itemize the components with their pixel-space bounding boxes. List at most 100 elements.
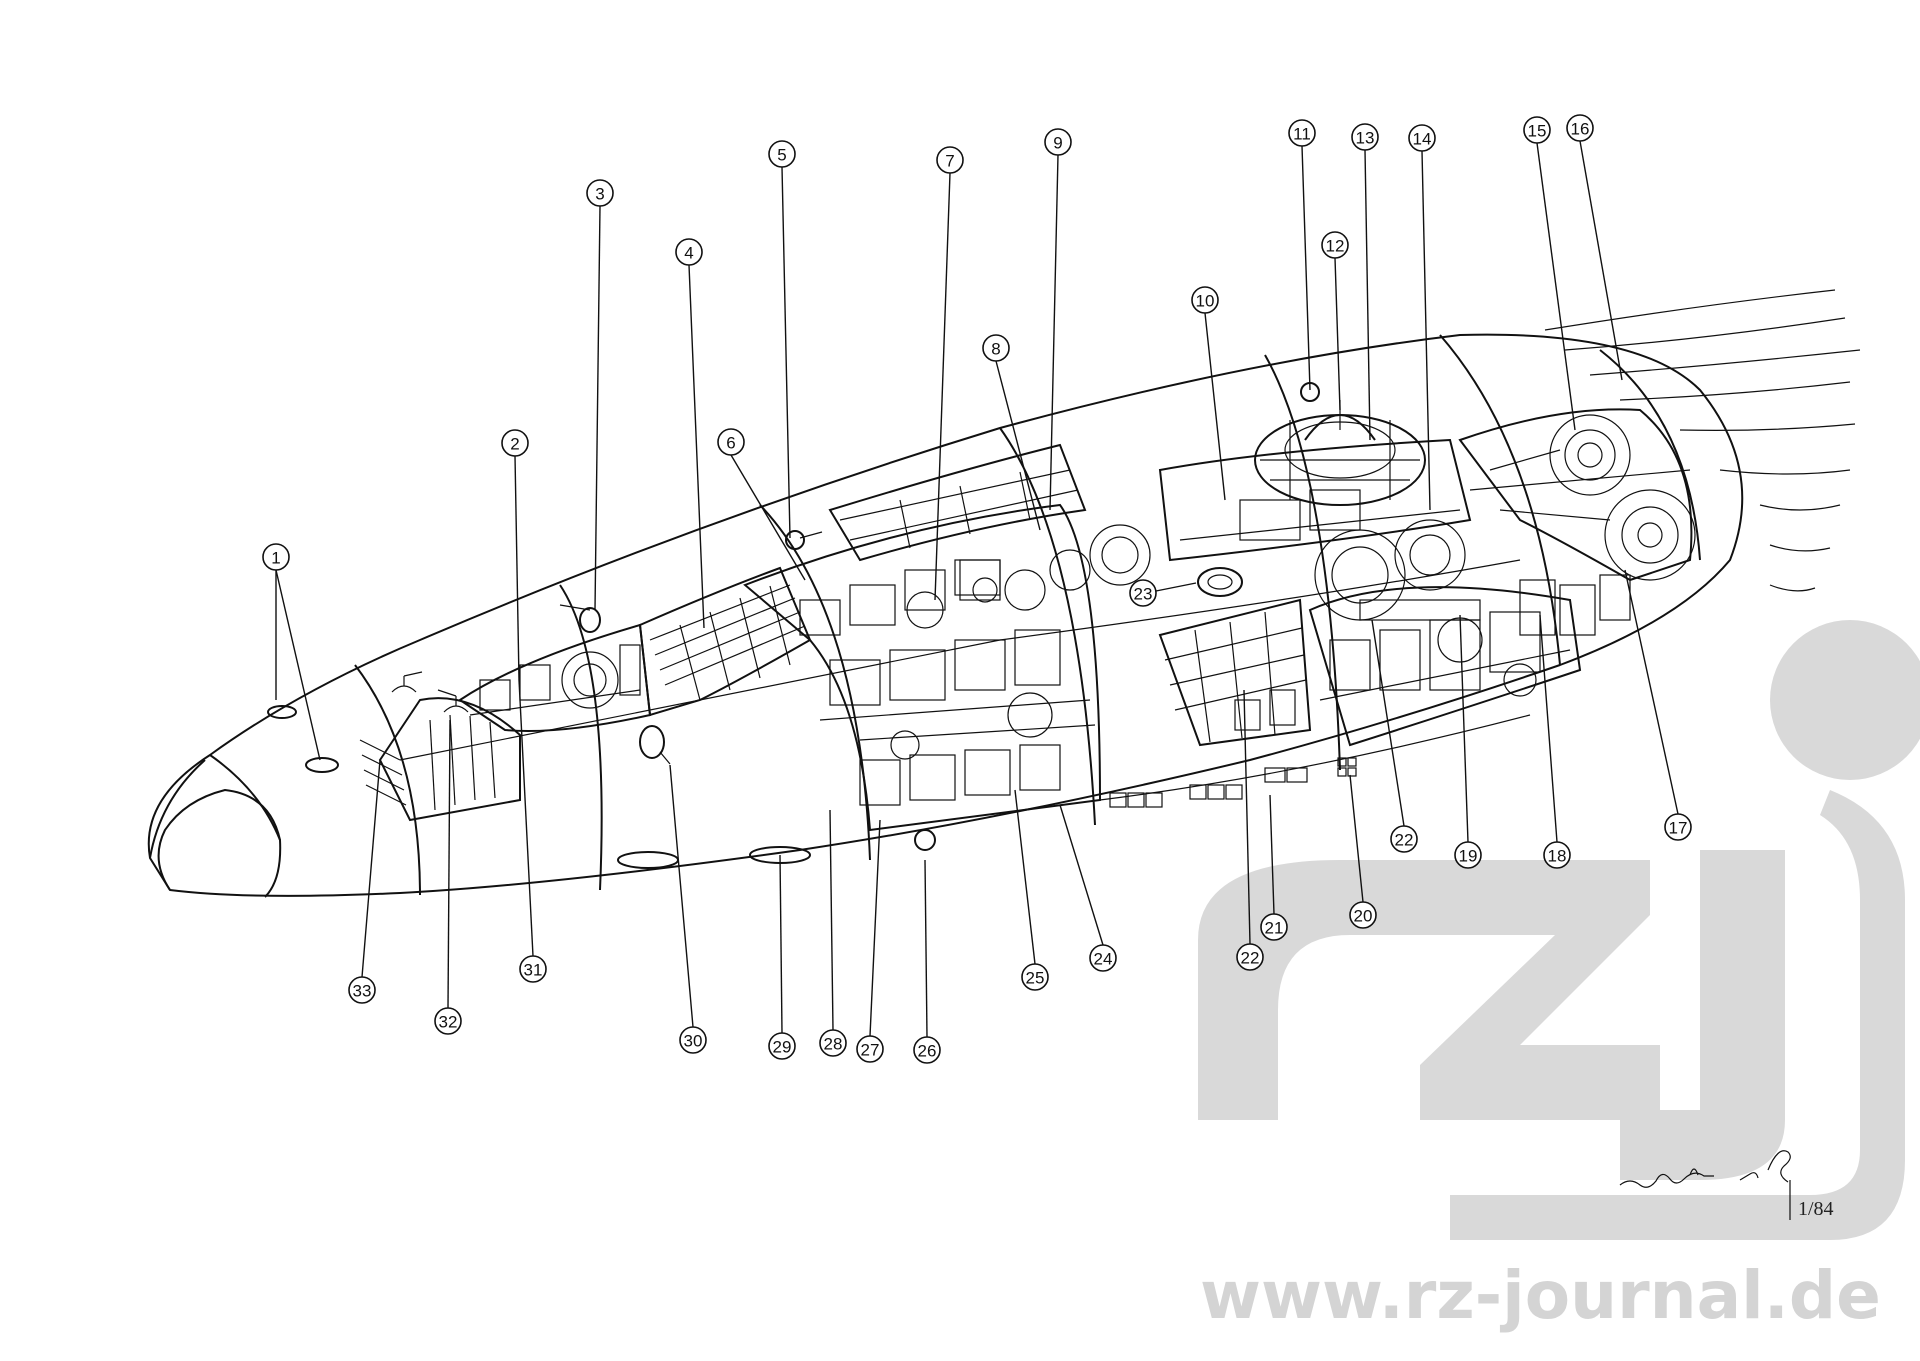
callout-c25: 25 <box>1021 963 1049 991</box>
callout-c27: 27 <box>856 1035 884 1063</box>
callout-circle-c20 <box>1349 901 1377 929</box>
callout-c28: 28 <box>819 1029 847 1057</box>
callout-circle-c26 <box>913 1036 941 1064</box>
callout-c33: 33 <box>348 976 376 1004</box>
callout-label-c22a: 22 <box>1395 831 1414 850</box>
callout-c20: 20 <box>1349 901 1377 929</box>
callout-c32: 32 <box>434 1007 462 1035</box>
nose-light-1 <box>267 705 297 719</box>
leader-line-c26-0 <box>924 859 928 1038</box>
cutaway-bay-middle <box>743 503 1102 832</box>
leader-line-c4-0 <box>688 264 705 629</box>
leader-line-c29-0 <box>779 854 783 1034</box>
callout-label-c22b: 22 <box>1241 949 1260 968</box>
callout-circle-c12 <box>1321 231 1349 259</box>
cutaway-bay-aft-right <box>1308 586 1582 747</box>
callout-circle-c9 <box>1044 128 1072 156</box>
callout-circle-c10 <box>1191 286 1219 314</box>
callout-label-c13: 13 <box>1356 129 1375 148</box>
nose-light-2 <box>305 757 339 773</box>
callout-circle-c14 <box>1408 124 1436 152</box>
leader-line-c6-0 <box>730 454 806 581</box>
section-seam-7 <box>1599 349 1701 561</box>
callout-label-c26: 26 <box>918 1042 937 1061</box>
callout-label-c29: 29 <box>773 1038 792 1057</box>
callout-c2: 2 <box>501 429 529 457</box>
leader-line-c22b-0 <box>1243 689 1251 945</box>
callout-circle-c5 <box>768 140 796 168</box>
callout-c22a: 22 <box>1390 825 1418 853</box>
callout-circle-c15 <box>1523 116 1551 144</box>
callout-c19: 19 <box>1454 841 1482 869</box>
callout-circle-c31 <box>519 955 547 983</box>
callout-label-c27: 27 <box>861 1041 880 1060</box>
callout-circle-c6 <box>717 428 745 456</box>
callout-circle-c29 <box>768 1032 796 1060</box>
callout-circle-c8 <box>982 334 1010 362</box>
callout-label-c11: 11 <box>1293 125 1311 144</box>
watermark-text: www.rz-journal.de <box>1200 1257 1881 1334</box>
callout-label-c2: 2 <box>510 435 519 454</box>
callout-c30: 30 <box>679 1026 707 1054</box>
antenna-3 <box>579 607 601 633</box>
watermark-logo: www.rz-journal.de <box>1198 620 1920 1334</box>
callout-circle-c11 <box>1288 119 1316 147</box>
callout-label-c1: 1 <box>271 549 280 568</box>
callout-circle-c23 <box>1129 579 1157 607</box>
leader-line-c1-1 <box>275 569 321 761</box>
signature-scribble <box>1619 1150 1791 1220</box>
callout-c18: 18 <box>1543 841 1571 869</box>
watermark-j-shape <box>1620 850 1785 1180</box>
callout-c23: 23 <box>1129 579 1157 607</box>
leader-line-c23-0 <box>1155 582 1197 592</box>
callout-circle-c28 <box>819 1029 847 1057</box>
hull <box>147 333 1744 898</box>
callout-circle-c25 <box>1021 963 1049 991</box>
leader-line-c25-0 <box>1014 789 1036 965</box>
callout-label-c7: 7 <box>945 152 954 171</box>
callout-c11: 11 <box>1288 119 1316 147</box>
leader-line-c15-0 <box>1536 142 1576 431</box>
callout-label-c3: 3 <box>595 185 604 204</box>
leader-line-c32-0 <box>447 719 451 1009</box>
signature-date: 1/84 <box>1798 1198 1834 1220</box>
mid-machinery <box>1158 438 1481 621</box>
leader-line-c30-0 <box>669 764 694 1028</box>
callout-label-c20: 20 <box>1354 907 1373 926</box>
callout-circle-c22a <box>1390 825 1418 853</box>
callout-c21: 21 <box>1260 913 1288 941</box>
leader-line-c9-0 <box>1049 154 1059 511</box>
hull-panels <box>1109 757 1357 808</box>
leader-line-c16-0 <box>1579 140 1623 381</box>
callout-c1: 1 <box>262 543 290 571</box>
leader-line-c8-0 <box>995 360 1041 531</box>
sensor-23 <box>1197 567 1243 597</box>
leader-line-c5-0 <box>781 166 791 539</box>
callout-circle-c7 <box>936 146 964 174</box>
dish-30 <box>639 725 665 759</box>
callout-c6: 6 <box>717 428 745 456</box>
callout-circle-c30 <box>679 1026 707 1054</box>
artist-signature: 1/84 <box>1619 1150 1834 1220</box>
callout-label-c17: 17 <box>1669 819 1688 838</box>
cutaway-bay-aft-left <box>1158 598 1312 747</box>
external-fittings <box>267 382 1357 869</box>
section-seam-3 <box>759 504 871 861</box>
callout-c15: 15 <box>1523 116 1551 144</box>
antenna-5 <box>785 530 805 550</box>
vent-29-a <box>617 851 679 869</box>
callout-circle-c16 <box>1566 114 1594 142</box>
callout-c16: 16 <box>1566 114 1594 142</box>
callout-circle-c19 <box>1454 841 1482 869</box>
callout-circle-c4 <box>675 238 703 266</box>
callout-c24: 24 <box>1089 944 1117 972</box>
callout-c26: 26 <box>913 1036 941 1064</box>
leader-line-c18-0 <box>1539 614 1558 843</box>
callout-label-c18: 18 <box>1548 847 1567 866</box>
leader-line-c19-0 <box>1459 614 1469 843</box>
callout-label-c12: 12 <box>1326 237 1345 256</box>
watermark-swoosh <box>1450 790 1905 1240</box>
callout-circle-c24 <box>1089 944 1117 972</box>
callout-label-c32: 32 <box>439 1013 458 1032</box>
